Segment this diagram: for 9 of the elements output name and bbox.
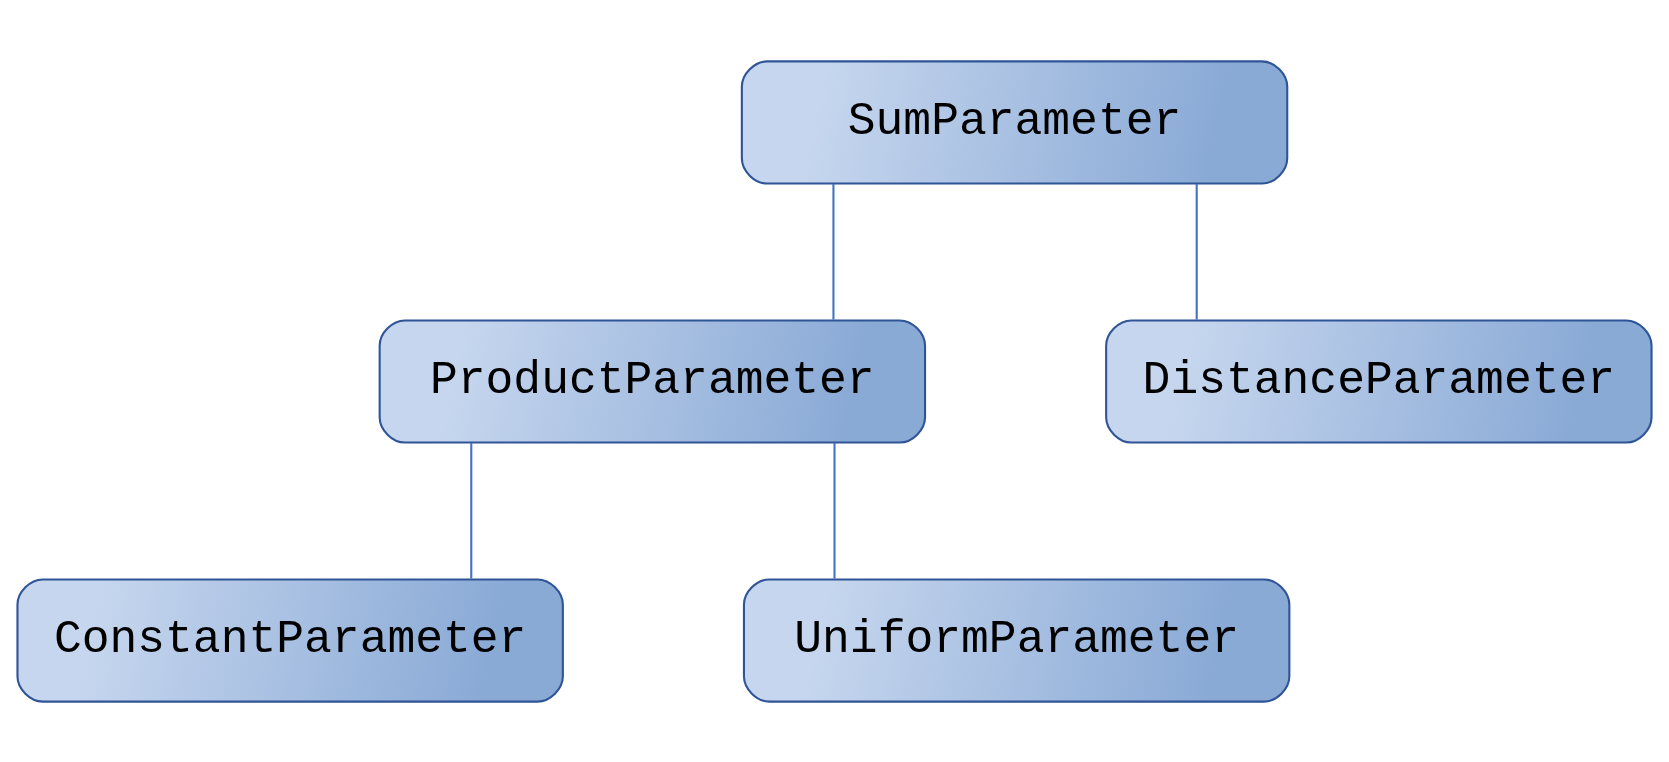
node-box: DistanceParameter [1105, 318, 1653, 444]
node-box: ProductParameter [378, 318, 927, 444]
connector [1195, 183, 1198, 320]
node-box: ConstantParameter [16, 577, 564, 703]
node-box: SumParameter [740, 59, 1289, 185]
connector [832, 183, 835, 320]
connector [470, 442, 473, 579]
node-box: UniformParameter [742, 577, 1291, 703]
connector [833, 442, 836, 579]
